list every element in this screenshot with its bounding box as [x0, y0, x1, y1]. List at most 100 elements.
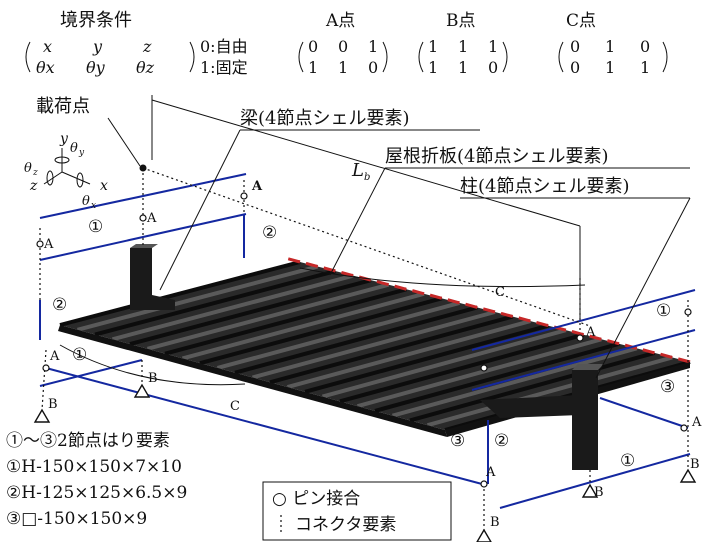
roof-rib: [269, 314, 514, 385]
roof-rib: [164, 287, 407, 356]
dof-y: y: [92, 37, 103, 56]
member-1-front: ①: [620, 451, 635, 471]
roof-rib: [234, 305, 478, 375]
leader-lines: [59, 95, 691, 386]
point-b-r2c3: 0: [488, 58, 498, 77]
rot-z: [46, 170, 54, 186]
support-b-right: [679, 468, 697, 483]
node-b-2: B: [148, 371, 158, 386]
node-a-7: A: [485, 465, 496, 480]
roof-rib-end-mark: [500, 311, 514, 318]
pin-a-load: [139, 214, 147, 222]
member-2-left: ②: [52, 295, 67, 315]
roof-rib: [94, 269, 336, 337]
connector-left-b: [41, 349, 47, 411]
axis-z-label: z: [29, 178, 38, 194]
rot-x: [76, 172, 84, 188]
axis-thx-sub: x: [91, 201, 96, 211]
roof-rib-end-mark: [660, 352, 673, 359]
leader-load: [107, 117, 141, 167]
span-label: L: [351, 160, 364, 181]
roof-rib: [321, 328, 567, 399]
roof-left-edge: [58, 325, 447, 437]
point-c-r2c1: 0: [570, 58, 580, 77]
roof-rib: [111, 273, 354, 342]
point-b-paren-right: [502, 41, 508, 73]
supports: [33, 383, 697, 542]
roof-rib: [286, 319, 531, 389]
column-label: 柱(4節点シェル要素): [460, 176, 630, 197]
symbol-legend-box: [262, 481, 452, 541]
member-1-right: ①: [656, 301, 671, 321]
roof-panel: [58, 257, 691, 437]
legend-members-title: ①〜③2節点はり要素: [6, 431, 170, 451]
point-c-r1c2: 1: [605, 37, 615, 56]
point-a-r1c2: 0: [338, 37, 348, 56]
leader-roof: [329, 167, 386, 276]
roof-rib-end-mark: [447, 298, 460, 305]
point-a-label: A点: [325, 11, 355, 31]
roof-rib: [59, 260, 301, 327]
point-b-paren-left: [418, 41, 424, 73]
dim-lb-line: [151, 99, 581, 227]
leader-beam: [159, 129, 241, 291]
member-3-right: [599, 397, 689, 429]
point-c-label: C点: [566, 11, 596, 31]
dof-paren-right: [189, 41, 195, 73]
support-b-mid: [133, 383, 151, 398]
point-c-r1c1: 0: [570, 37, 580, 56]
pin-a-front-left: [42, 364, 50, 372]
node-b-3: B: [594, 485, 604, 500]
roof-rib-end-mark: [482, 307, 496, 314]
point-c-paren-left: [558, 41, 564, 73]
brace-c-front: [59, 344, 246, 386]
point-c-r2c2: 1: [605, 58, 615, 77]
point-b-r1c3: 1: [488, 37, 498, 56]
roof-rib-end-mark: [536, 320, 549, 328]
legend-member-2: ②H-125×125×6.5×9: [6, 483, 187, 503]
point-b-r1c1: 1: [428, 37, 438, 56]
node-b-5: B: [490, 515, 500, 530]
load-point-marker: [139, 164, 147, 172]
axis-thx-label: θ: [82, 194, 90, 209]
roof-rib: [356, 337, 602, 409]
roof-rib-end-mark: [305, 261, 319, 268]
column-front-right-top: [572, 364, 604, 370]
roof-rib: [304, 323, 549, 394]
member-1-top: ①: [88, 217, 103, 237]
bracing-1-right-b: [471, 329, 696, 391]
node-a-1: A: [146, 211, 157, 226]
span-sub: b: [364, 172, 370, 183]
legend-connector: コネクタ要素: [295, 515, 396, 535]
dof-thz: θz: [136, 58, 155, 77]
roof-rib: [76, 264, 319, 332]
point-a-r2c1: 1: [308, 58, 318, 77]
dof-thx: θx: [36, 58, 55, 77]
node-a-4: A: [49, 349, 60, 364]
bracing-1-top-a: [39, 173, 247, 219]
dof-x: x: [43, 37, 52, 56]
node-a-2: A: [43, 237, 54, 252]
member-2-front: ②: [494, 431, 509, 451]
roof-rib: [129, 278, 372, 347]
node-c-1: C: [495, 285, 505, 300]
symbol-legend: ○ ピン接合 コネクタ要素: [262, 481, 452, 541]
roof-rib-end-mark: [642, 348, 655, 355]
axis-x-line: [61, 171, 91, 185]
beam-label: 梁(4節点シェル要素): [240, 108, 410, 129]
roof-rib: [409, 350, 656, 423]
axis-thz-sub: z: [32, 168, 38, 178]
point-b-r1c2: 1: [458, 37, 468, 56]
member-1-left: ①: [72, 345, 87, 365]
point-a-r1c1: 0: [308, 37, 318, 56]
roof-rib: [251, 310, 496, 380]
point-a-paren-right: [382, 41, 388, 73]
rot-y: [54, 156, 70, 164]
roof-rib-end-mark: [429, 293, 443, 300]
load-point-label: 載荷点: [36, 96, 90, 117]
axis-thy-label: θ: [70, 141, 78, 156]
roof-rib-end-mark: [589, 334, 602, 341]
node-b-1: B: [48, 397, 58, 412]
beam-elements: [39, 173, 696, 509]
roof-rib-end-mark: [323, 266, 336, 273]
